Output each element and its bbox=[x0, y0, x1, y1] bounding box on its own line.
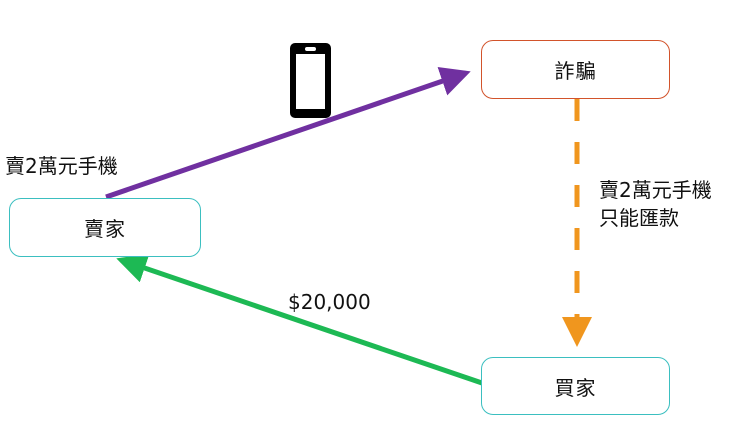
node-seller: 賣家 bbox=[9, 198, 201, 257]
edge-label-seller-to-scam: 賣2萬元手機 bbox=[5, 154, 118, 178]
edge-label-scam-to-buyer-line2: 只能匯款 bbox=[599, 206, 679, 230]
smartphone-icon bbox=[290, 43, 331, 118]
node-scam-label: 詐騙 bbox=[554, 59, 597, 83]
edge-label-buyer-to-seller: $20,000 bbox=[288, 290, 371, 314]
node-buyer: 買家 bbox=[481, 357, 670, 415]
node-buyer-label: 買家 bbox=[554, 375, 597, 400]
arrow-buyer-to-seller bbox=[116, 253, 483, 386]
node-seller-label: 賣家 bbox=[84, 217, 126, 241]
node-scam: 詐騙 bbox=[481, 40, 670, 99]
edge-label-scam-to-buyer-line1: 賣2萬元手機 bbox=[599, 178, 712, 202]
arrow-seller-to-scam bbox=[105, 66, 471, 200]
